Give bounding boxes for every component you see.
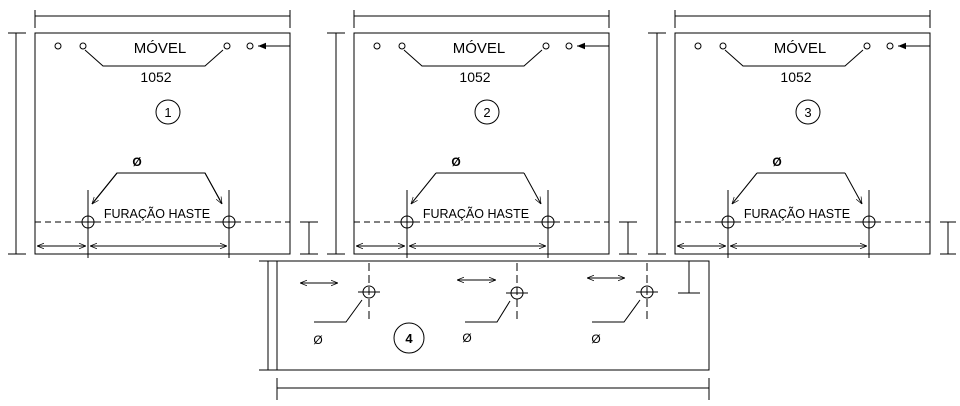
code-label: 1052 xyxy=(140,69,171,85)
panel-number-circle xyxy=(393,322,425,354)
hole-mark xyxy=(565,42,573,50)
panel-number: 2 xyxy=(483,105,490,120)
leader-line xyxy=(84,49,224,67)
diameter-arrow-right xyxy=(204,172,222,204)
code-label: 1052 xyxy=(459,69,490,85)
movel-label: MÓVEL xyxy=(774,40,827,57)
panel-outline xyxy=(353,32,610,255)
hole-mark xyxy=(542,42,550,50)
hole-mark xyxy=(223,42,231,50)
hole-mark xyxy=(246,42,254,50)
panel-outline xyxy=(34,32,291,255)
panel-1: MÓVEL 1052 1 Ø FURAÇÃO HASTE xyxy=(8,10,318,258)
movel-label: MÓVEL xyxy=(134,40,187,57)
diameter-arrow-left xyxy=(732,172,758,204)
hole-label: FURAÇÃO HASTE xyxy=(423,207,529,221)
diameter-symbol: Ø xyxy=(591,332,600,346)
panel-number-circle xyxy=(795,99,821,125)
panel-number: 4 xyxy=(405,331,413,346)
panel-number: 1 xyxy=(164,105,171,120)
panel-3: MÓVEL 1052 3 Ø FURAÇÃO HASTE xyxy=(648,10,956,258)
diameter-symbol: Ø xyxy=(313,333,322,347)
diameter-symbol: Ø xyxy=(462,331,471,345)
leader-line xyxy=(403,49,543,67)
panel-number-circle xyxy=(474,99,500,125)
diameter-leader xyxy=(91,172,221,205)
leader-line xyxy=(724,49,864,67)
hole-label: FURAÇÃO HASTE xyxy=(744,207,850,221)
code-label: 1052 xyxy=(780,69,811,85)
hole-mark xyxy=(398,42,406,50)
hole-label: FURAÇÃO HASTE xyxy=(104,207,210,221)
diameter-leader xyxy=(465,300,511,323)
hole-mark xyxy=(79,42,87,50)
hole-mark xyxy=(886,42,894,50)
diameter-symbol: Ø xyxy=(451,155,460,169)
panel-4: Ø Ø Ø 4 xyxy=(259,260,710,400)
hole-mark xyxy=(863,42,871,50)
panel-2: MÓVEL 1052 2 Ø FURAÇÃO HASTE xyxy=(327,10,637,258)
panel-outline xyxy=(674,32,931,255)
hole-mark xyxy=(719,42,727,50)
diameter-symbol: Ø xyxy=(132,155,141,169)
movel-label: MÓVEL xyxy=(453,40,506,57)
diameter-arrow-right xyxy=(844,172,862,204)
diameter-symbol: Ø xyxy=(772,155,781,169)
hole-mark xyxy=(694,42,702,50)
diameter-leader xyxy=(314,299,363,323)
panel-outline xyxy=(276,260,710,371)
diameter-leader xyxy=(592,299,641,323)
panel-number: 3 xyxy=(804,105,811,120)
panel-number-circle xyxy=(155,99,181,125)
hole-mark xyxy=(373,42,381,50)
diameter-arrow-right xyxy=(523,172,541,204)
diameter-arrow-left xyxy=(92,172,118,204)
hole-mark xyxy=(54,42,62,50)
diameter-arrow-left xyxy=(411,172,437,204)
